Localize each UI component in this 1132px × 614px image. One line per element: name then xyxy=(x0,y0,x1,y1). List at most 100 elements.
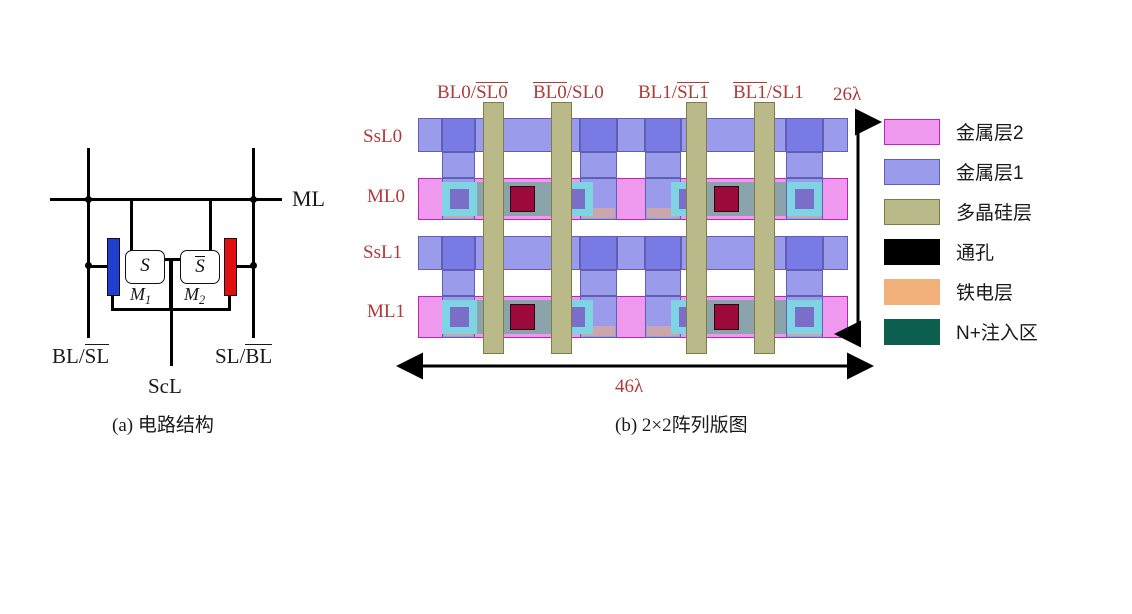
column-label-1: BL0/SL0 xyxy=(533,82,604,104)
legend-label-metal1: 金属层1 xyxy=(956,163,1024,184)
right-bitline-pre: SL/ xyxy=(215,344,246,368)
row-label-ssl0: SsL0 xyxy=(363,126,403,147)
ssl0-drop-d xyxy=(786,152,823,178)
ssl0-m1-strip-b xyxy=(617,118,645,152)
legend-swatch-ferro xyxy=(884,278,940,305)
ssl1-m1-strip-b xyxy=(617,236,645,270)
legend-label-metal2: 金属层2 xyxy=(956,123,1024,144)
poly-gate-1 xyxy=(551,102,572,354)
panel-a-caption: (a) 电路结构 xyxy=(112,415,214,436)
column-label-2-bar: SL1 xyxy=(677,82,709,103)
legend-swatch-metal1 xyxy=(884,158,940,185)
ferro-cap-left xyxy=(107,238,120,296)
height-dimension-arrow xyxy=(834,108,882,348)
legend-label-via: 通孔 xyxy=(956,243,995,264)
height-dimension-label: 26λ xyxy=(833,84,862,105)
row-label-ssl1: SsL1 xyxy=(363,242,403,263)
legend-row-metal1: 金属层1 xyxy=(884,158,1024,185)
column-label-3-bar: BL1 xyxy=(733,82,767,103)
ssl1-drop-a xyxy=(442,270,475,296)
legend-row-ferro: 铁电层 xyxy=(884,278,1013,305)
poly-gate-0 xyxy=(483,102,504,354)
legend-row-via: 通孔 xyxy=(884,238,994,265)
ssl0-m1-band-right xyxy=(823,118,848,152)
m2-drain-wire xyxy=(209,198,212,260)
left-bitline-wire xyxy=(87,148,90,338)
ssl1-m1-seg-c xyxy=(645,236,681,270)
right-bitline-wire xyxy=(252,148,255,338)
legend-label-ferro: 铁电层 xyxy=(956,283,1014,304)
panel-a-circuit: ML S S xyxy=(0,0,360,460)
ssl0-m1-seg-a xyxy=(442,118,475,152)
column-label-1-bar: BL0 xyxy=(533,82,567,103)
left-bitline-label: BL/SL xyxy=(52,344,110,369)
column-label-3: BL1/SL1 xyxy=(733,82,804,104)
column-label-2-pre: BL1/ xyxy=(638,82,678,103)
layout-artwork xyxy=(418,102,848,354)
m2-left-rail xyxy=(170,258,173,310)
fefet-m1-symbol-box: S xyxy=(125,250,165,284)
layer-legend: 金属层2 金属层1 多晶硅层 通孔 铁电层 N+注入区 xyxy=(884,118,1114,348)
ssl0-drop-a xyxy=(442,152,475,178)
ml0-contact-3-core xyxy=(795,189,814,209)
ferro-cap-right xyxy=(224,238,237,296)
ml1-ferro-b xyxy=(582,326,615,336)
legend-swatch-poly xyxy=(884,198,940,225)
column-label-0-pre: BL0/ xyxy=(437,82,477,103)
ssl1-m1-seg-b xyxy=(580,236,617,270)
panel-b-caption: (b) 2×2阵列版图 xyxy=(615,415,748,436)
legend-row-nplus: N+注入区 xyxy=(884,318,1038,345)
ml-wire xyxy=(50,198,282,201)
ml0-via-left xyxy=(510,186,535,212)
scl-wire xyxy=(170,308,173,366)
ml1-contact-0-core xyxy=(450,307,469,327)
row-label-ml0: ML0 xyxy=(367,186,405,207)
right-bitline-bar: BL xyxy=(245,344,273,368)
ml1-ferro-c xyxy=(647,326,679,336)
panel-b-layout: BL0/SL0 BL0/SL0 BL1/SL1 BL1/SL1 SsL0 ML0… xyxy=(350,0,890,460)
ssl0-drop-c xyxy=(645,152,681,178)
fefet-m2-symbol: S xyxy=(195,255,205,277)
column-label-0: BL0/SL0 xyxy=(437,82,508,104)
left-bitline-bar: SL xyxy=(84,344,110,368)
ml1-contact-3-core xyxy=(795,307,814,327)
junction-dot-left-gate xyxy=(85,262,92,269)
ml0-ferro-b xyxy=(582,208,615,218)
poly-gate-2 xyxy=(686,102,707,354)
junction-dot-right-ml xyxy=(250,196,257,203)
ssl1-m1-seg-d xyxy=(786,236,823,270)
ssl0-drop-b xyxy=(580,152,617,178)
m2-name-sub: 2 xyxy=(199,292,206,307)
ml0-ferro-c xyxy=(647,208,679,218)
fefet-m1-symbol: S xyxy=(140,255,150,276)
ml0-via-right xyxy=(714,186,739,212)
legend-swatch-via xyxy=(884,238,940,265)
width-dimension-label: 46λ xyxy=(615,376,644,397)
scl-label: ScL xyxy=(148,374,182,398)
column-label-2: BL1/SL1 xyxy=(638,82,709,104)
right-gate-stub xyxy=(229,265,255,268)
ssl1-drop-b xyxy=(580,270,617,296)
ml1-via-left xyxy=(510,304,535,330)
right-bitline-label: SL/BL xyxy=(215,344,273,369)
column-label-1-post: /SL0 xyxy=(566,82,604,103)
m1-name-text: M xyxy=(130,284,145,304)
left-gate-stub xyxy=(87,265,113,268)
ml0-contact-0-core xyxy=(450,189,469,209)
column-label-0-bar: SL0 xyxy=(476,82,508,103)
m1-drain-wire xyxy=(130,198,133,260)
poly-gate-3 xyxy=(754,102,775,354)
legend-label-poly: 多晶硅层 xyxy=(956,203,1033,224)
legend-swatch-nplus xyxy=(884,318,940,345)
ssl1-m1-band-right xyxy=(823,236,848,270)
legend-swatch-metal2 xyxy=(884,118,940,145)
junction-dot-right-gate xyxy=(250,262,257,269)
ssl1-m1-band-left xyxy=(418,236,442,270)
ssl1-m1-seg-a xyxy=(442,236,475,270)
fefet-m2-symbol-box: S xyxy=(180,250,220,284)
ssl0-m1-seg-c xyxy=(645,118,681,152)
row-label-ml1: ML1 xyxy=(367,301,405,322)
m2-name-label: M2 xyxy=(184,284,205,308)
ssl1-drop-d xyxy=(786,270,823,296)
